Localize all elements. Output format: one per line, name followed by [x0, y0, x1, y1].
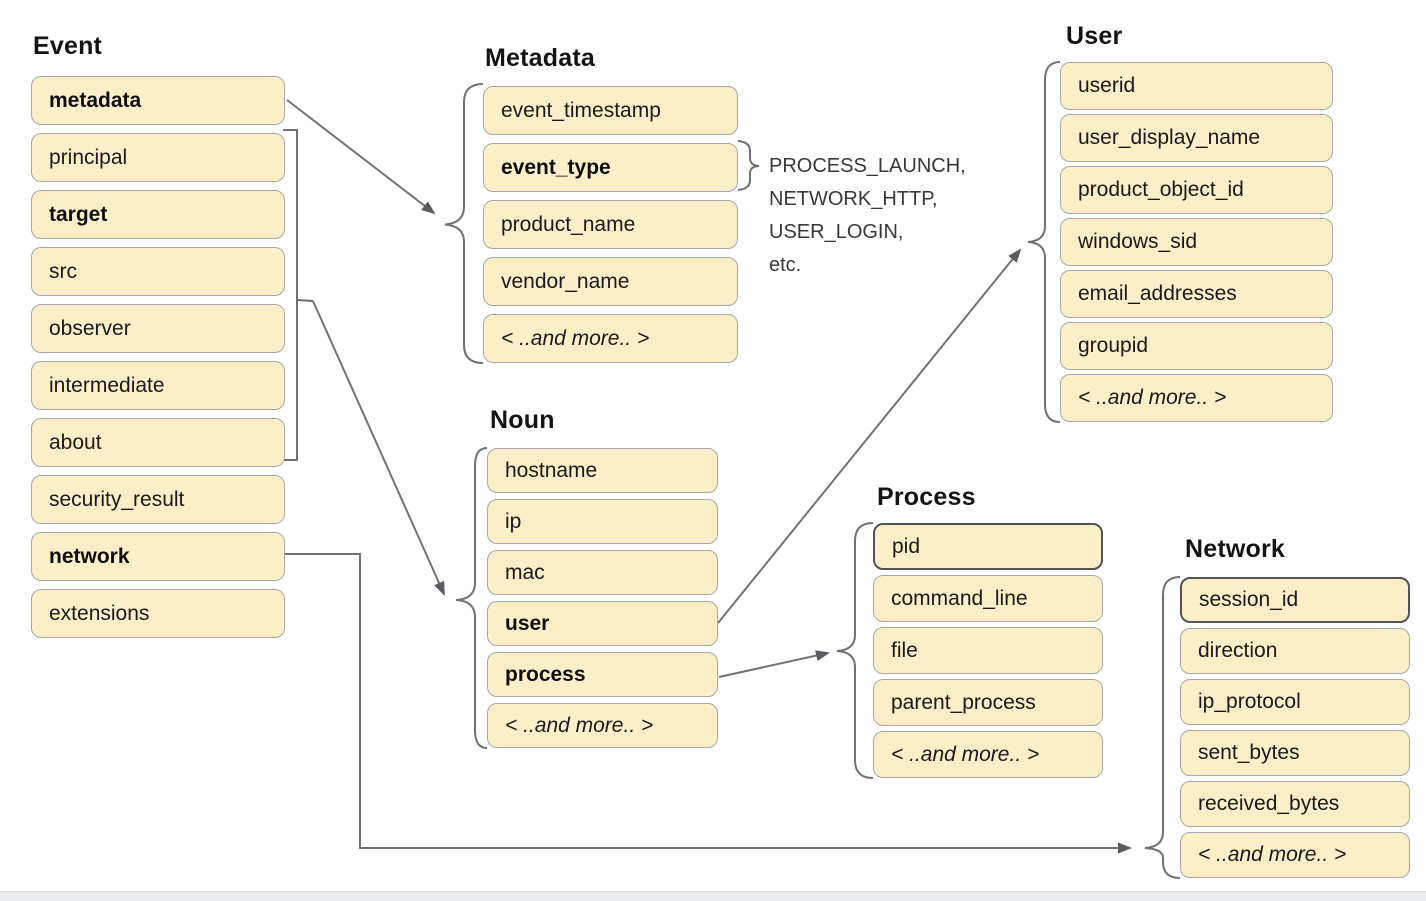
field-network-more: < ..and more.. >	[1180, 832, 1410, 878]
field-target: target	[31, 190, 285, 239]
event-type-example-line: USER_LOGIN,	[769, 221, 904, 243]
group-title-network: Network	[1185, 535, 1286, 563]
field-metadata: metadata	[31, 76, 285, 125]
user-group: userid user_display_name product_object_…	[1060, 62, 1333, 426]
group-title-event: Event	[33, 32, 103, 60]
field-extensions: extensions	[31, 589, 285, 638]
event-type-examples: PROCESS_LAUNCH, NETWORK_HTTP, USER_LOGIN…	[769, 150, 966, 282]
event-type-example-line: PROCESS_LAUNCH,	[769, 155, 966, 177]
noun-group: hostname ip mac user process < ..and mor…	[487, 448, 718, 754]
event-type-example-line: etc.	[769, 254, 802, 276]
field-command-line: command_line	[873, 575, 1103, 622]
field-intermediate: intermediate	[31, 361, 285, 410]
field-user-display-name: user_display_name	[1060, 114, 1333, 162]
event-group: metadata principal target src observer i…	[31, 76, 285, 646]
connector-metadata-to-metadata-group	[286, 99, 436, 215]
field-ip-protocol: ip_protocol	[1180, 679, 1410, 725]
field-windows-sid: windows_sid	[1060, 218, 1333, 266]
field-noun-more: < ..and more.. >	[487, 703, 718, 748]
field-metadata-more: < ..and more.. >	[483, 314, 738, 363]
event-type-brace	[737, 140, 760, 191]
field-event-timestamp: event_timestamp	[483, 86, 738, 135]
event-type-example-line: NETWORK_HTTP,	[769, 188, 938, 210]
process-brace	[836, 522, 874, 779]
network-group: session_id direction ip_protocol sent_by…	[1180, 577, 1410, 883]
connector-event-nouns-to-noun-group	[312, 300, 445, 596]
field-user-more: < ..and more.. >	[1060, 374, 1333, 422]
field-mac: mac	[487, 550, 718, 595]
field-userid: userid	[1060, 62, 1333, 110]
event-nouns-bracket	[283, 129, 298, 461]
metadata-brace	[444, 83, 484, 364]
field-parent-process: parent_process	[873, 679, 1103, 726]
field-direction: direction	[1180, 628, 1410, 674]
field-pid: pid	[873, 523, 1103, 570]
field-ip: ip	[487, 499, 718, 544]
field-principal: principal	[31, 133, 285, 182]
field-user: user	[487, 601, 718, 646]
group-title-process: Process	[877, 483, 976, 511]
noun-brace	[455, 447, 488, 749]
network-brace	[1144, 576, 1181, 879]
user-brace	[1027, 61, 1061, 423]
field-hostname: hostname	[487, 448, 718, 493]
field-groupid: groupid	[1060, 322, 1333, 370]
field-file: file	[873, 627, 1103, 674]
connector-process-to-process-group	[718, 650, 830, 678]
group-title-metadata: Metadata	[485, 44, 595, 72]
field-observer: observer	[31, 304, 285, 353]
field-event-type: event_type	[483, 143, 738, 192]
field-about: about	[31, 418, 285, 467]
group-title-noun: Noun	[490, 406, 555, 434]
metadata-group: event_timestamp event_type product_name …	[483, 86, 738, 371]
field-network: network	[31, 532, 285, 581]
group-title-user: User	[1066, 22, 1123, 50]
field-process: process	[487, 652, 718, 697]
field-email-addresses: email_addresses	[1060, 270, 1333, 318]
field-src: src	[31, 247, 285, 296]
field-product-object-id: product_object_id	[1060, 166, 1333, 214]
process-group: pid command_line file parent_process < .…	[873, 523, 1103, 783]
field-received-bytes: received_bytes	[1180, 781, 1410, 827]
event-nouns-bracket-tab	[296, 299, 314, 302]
field-sent-bytes: sent_bytes	[1180, 730, 1410, 776]
bottom-page-divider	[0, 891, 1426, 901]
field-security-result: security_result	[31, 475, 285, 524]
field-product-name: product_name	[483, 200, 738, 249]
field-process-more: < ..and more.. >	[873, 731, 1103, 778]
field-session-id: session_id	[1180, 577, 1410, 623]
field-vendor-name: vendor_name	[483, 257, 738, 306]
